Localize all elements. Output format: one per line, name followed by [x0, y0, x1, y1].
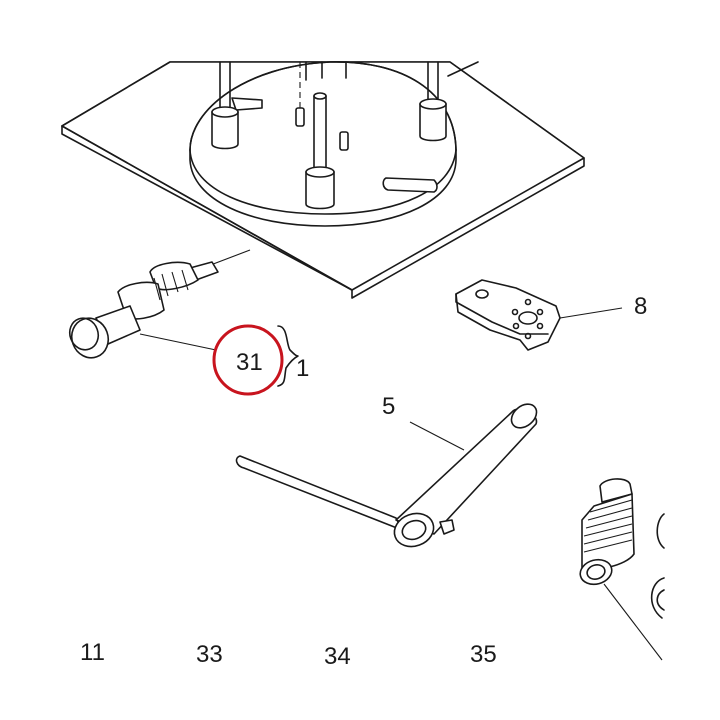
group-brace [277, 325, 299, 387]
highlight-ring [212, 324, 284, 396]
small-dowel-pins [295, 62, 349, 151]
disk-slot-top-left [231, 97, 263, 111]
guide-pin-right [419, 61, 447, 142]
guide-pin-left [211, 61, 239, 150]
part-5-t-handle-wrench [235, 403, 538, 548]
disk-slot-right [382, 177, 438, 193]
part-label-1: 1 [296, 355, 309, 382]
part-label-8: 8 [634, 293, 647, 320]
upper-column-lines [305, 61, 479, 81]
bottom-label-33: 33 [196, 641, 223, 668]
partial-parts-right-edge [650, 513, 665, 619]
part-label-31: 31 [236, 349, 263, 376]
bottom-label-11: 11 [80, 639, 105, 666]
part-31-indexing-plunger [68, 249, 251, 359]
guide-pin-center [305, 92, 335, 210]
threaded-stud [579, 478, 663, 661]
part-8-bracket [455, 279, 623, 351]
part-label-5: 5 [382, 393, 395, 420]
bottom-label-34: 34 [324, 643, 351, 670]
bottom-label-35: 35 [470, 641, 497, 668]
